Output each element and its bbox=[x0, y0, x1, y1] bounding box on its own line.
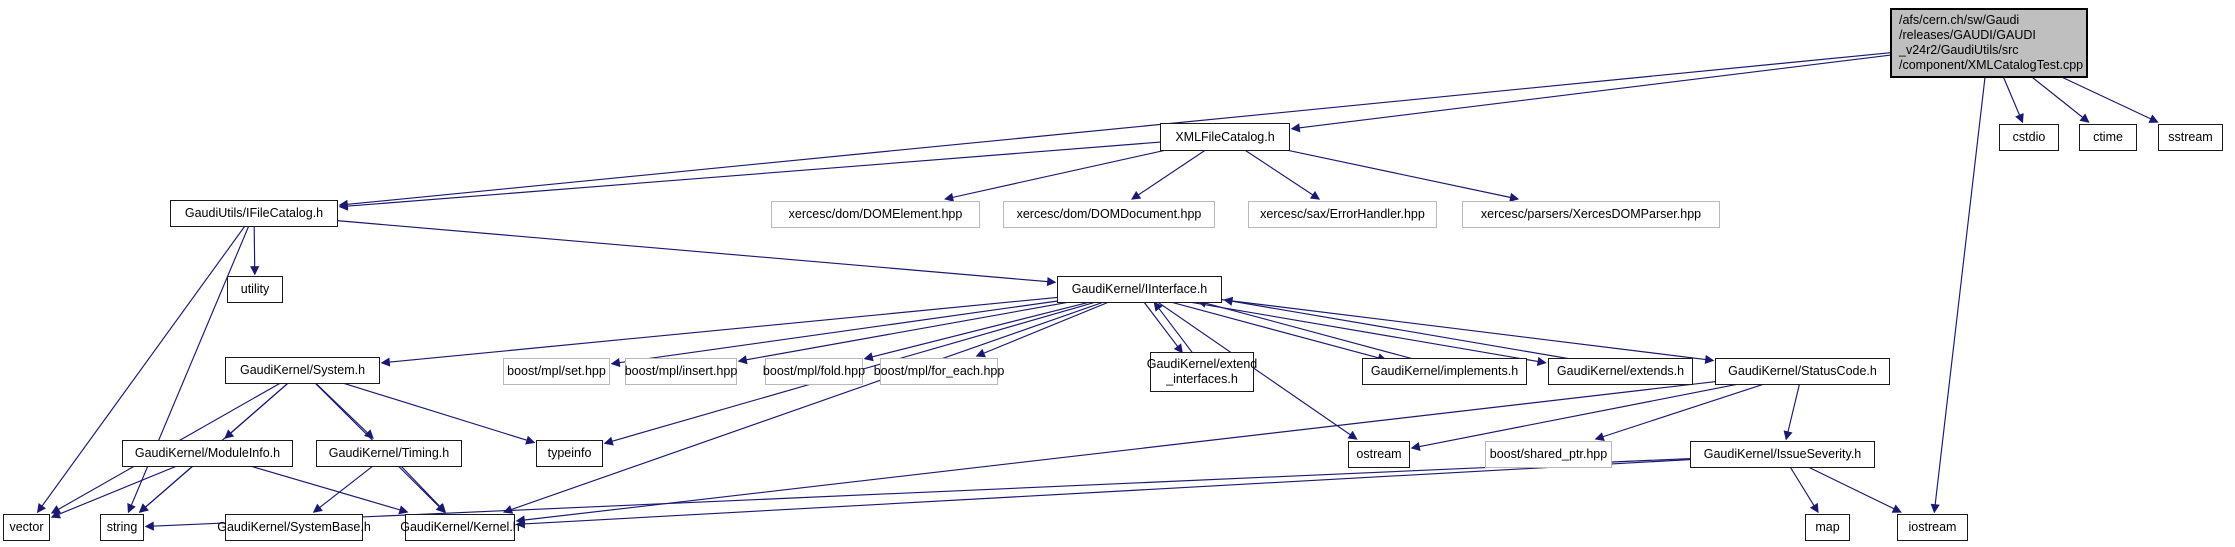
graph-node-typeinfo: typeinfo bbox=[536, 440, 603, 467]
graph-node-extendinterfaces[interactable]: GaudiKernel/extend _interfaces.h bbox=[1147, 352, 1257, 392]
edge-main-xmlfilecatalog bbox=[1290, 42, 1990, 133]
graph-node-timing[interactable]: GaudiKernel/Timing.h bbox=[316, 440, 462, 467]
graph-node-sstream: sstream bbox=[2158, 124, 2223, 151]
edge-xmlfilecatalog-ifilecatalog bbox=[338, 136, 1226, 211]
graph-node-xmlfilecatalog[interactable]: XMLFileCatalog.h bbox=[1160, 123, 1290, 151]
graph-node-ifilecatalog[interactable]: GaudiUtils/IFileCatalog.h bbox=[170, 200, 338, 227]
graph-node-string: string bbox=[100, 514, 144, 541]
graph-node-statuscode[interactable]: GaudiKernel/StatusCode.h bbox=[1715, 358, 1890, 385]
edge-implements-iinterface bbox=[1196, 298, 1446, 369]
graph-node-issueseverity[interactable]: GaudiKernel/IssueSeverity.h bbox=[1690, 441, 1875, 468]
graph-node-main: /afs/cern.ch/sw/Gaudi /releases/GAUDI/GA… bbox=[1890, 8, 2088, 78]
graph-node-mplset: boost/mpl/set.hpp bbox=[503, 358, 610, 385]
edge-extends-iinterface bbox=[1223, 296, 1622, 369]
edge-iinterface-kernel bbox=[502, 288, 1140, 514]
graph-node-mplforeach: boost/mpl/for_each.hpp bbox=[874, 358, 1004, 385]
graph-node-sharedptr: boost/shared_ptr.hpp bbox=[1485, 441, 1612, 468]
graph-node-domelement: xercesc/dom/DOMElement.hpp bbox=[771, 201, 980, 228]
graph-node-domdocument: xercesc/dom/DOMDocument.hpp bbox=[1003, 201, 1215, 228]
graph-node-utility: utility bbox=[227, 276, 283, 303]
graph-node-systembase[interactable]: GaudiKernel/SystemBase.h bbox=[217, 514, 371, 541]
edge-iinterface-mplset bbox=[610, 288, 1140, 368]
edge-statuscode-kernel bbox=[515, 370, 1803, 525]
edge-iinterface-system bbox=[380, 288, 1140, 367]
graph-node-mplfold: boost/mpl/fold.hpp bbox=[763, 358, 865, 385]
graph-node-ostream: ostream bbox=[1348, 441, 1410, 468]
edge-iinterface-typeinfo bbox=[603, 288, 1140, 446]
graph-node-mplinsert: boost/mpl/insert.hpp bbox=[625, 358, 737, 385]
graph-node-iostream: iostream bbox=[1897, 514, 1968, 541]
edge-iinterface-implements bbox=[1138, 292, 1388, 363]
graph-node-errorhandler: xercesc/sax/ErrorHandler.hpp bbox=[1248, 201, 1437, 228]
graph-node-vector: vector bbox=[3, 514, 50, 541]
graph-node-implements[interactable]: GaudiKernel/implements.h bbox=[1362, 358, 1527, 385]
graph-node-map: map bbox=[1805, 514, 1850, 541]
graph-node-moduleinfo[interactable]: GaudiKernel/ModuleInfo.h bbox=[122, 440, 293, 467]
graph-node-cstdio: cstdio bbox=[1999, 124, 2059, 151]
edge-main-iostream bbox=[1930, 42, 1990, 514]
edge-ifilecatalog-vector bbox=[36, 213, 255, 514]
graph-node-kernel[interactable]: GaudiKernel/Kernel.h bbox=[400, 514, 520, 541]
graph-node-xercesdomparser: xercesc/parsers/XercesDOMParser.hpp bbox=[1462, 201, 1720, 228]
graph-node-system[interactable]: GaudiKernel/System.h bbox=[225, 357, 380, 384]
graph-node-iinterface[interactable]: GaudiKernel/IInterface.h bbox=[1057, 276, 1222, 303]
graph-node-ctime: ctime bbox=[2079, 124, 2137, 151]
graph-node-extends[interactable]: GaudiKernel/extends.h bbox=[1548, 358, 1693, 385]
edge-ifilecatalog-iinterface bbox=[253, 212, 1057, 287]
